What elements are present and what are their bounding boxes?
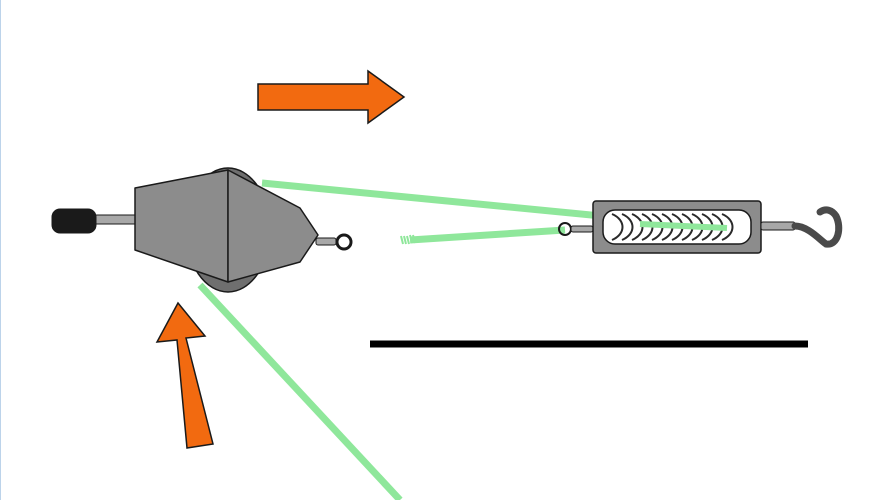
hook-icon bbox=[791, 206, 843, 248]
pulley-housing-left bbox=[134, 169, 229, 283]
rope-frayed-end bbox=[400, 234, 416, 245]
arrow-up-icon bbox=[155, 301, 214, 449]
spring-coil bbox=[621, 213, 634, 241]
pulley-housing-right bbox=[227, 169, 319, 283]
arrow-right-icon bbox=[257, 69, 406, 125]
eye-bolt-ring bbox=[335, 233, 353, 251]
rope-down-diagonal bbox=[197, 282, 403, 500]
left-edge-line bbox=[0, 0, 1, 500]
spring-coil bbox=[721, 213, 734, 241]
hook-shank bbox=[760, 221, 796, 231]
rope-loose-end bbox=[409, 226, 566, 244]
eye-bolt-shaft bbox=[315, 237, 337, 246]
handle-grip bbox=[51, 208, 97, 234]
scale-eye-shaft bbox=[570, 225, 594, 233]
rope-inside-scale bbox=[639, 221, 728, 231]
pulley-block-icon bbox=[51, 167, 353, 293]
scale-spring bbox=[611, 213, 734, 241]
spring-scale-icon bbox=[558, 200, 843, 254]
spring-coil bbox=[611, 213, 624, 241]
